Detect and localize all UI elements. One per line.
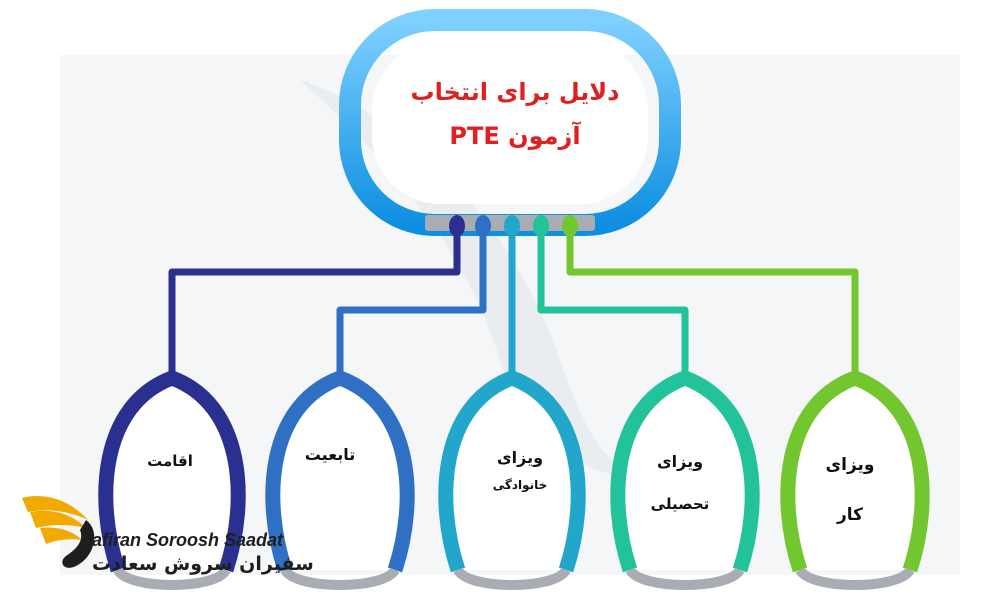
logo-name-fa: سفیران سروش سعادت bbox=[92, 553, 314, 575]
pin-family bbox=[504, 215, 520, 237]
diagram-title-line1: دلایل برای انتخاب bbox=[410, 78, 620, 106]
node-work-visa-label-1: ویزای bbox=[825, 455, 875, 475]
connector-citizenship bbox=[336, 225, 487, 375]
watermark-swoosh bbox=[300, 80, 640, 480]
connector-residence bbox=[168, 225, 461, 375]
node-study-visa bbox=[610, 370, 760, 590]
node-family-visa-label-2: خانوادگی bbox=[492, 478, 548, 492]
node-citizenship-label: تابعیت bbox=[304, 445, 356, 464]
logo-icon bbox=[22, 496, 95, 568]
node-family-visa-label-1: ویزای bbox=[496, 448, 544, 467]
pin-study bbox=[533, 215, 549, 237]
connectors bbox=[168, 225, 859, 375]
connector-study bbox=[537, 225, 689, 375]
node-family-visa bbox=[438, 369, 586, 590]
pin-citizenship bbox=[475, 215, 491, 237]
child-nodes bbox=[98, 369, 930, 590]
node-study-visa-label-2: تحصیلی bbox=[650, 495, 710, 513]
logo-name-en: Safiran Soroosh Saadat bbox=[80, 530, 284, 550]
header-box-inner bbox=[372, 42, 648, 204]
pin-work bbox=[562, 215, 578, 237]
node-citizenship bbox=[265, 370, 415, 590]
connector-work bbox=[566, 225, 859, 375]
node-work-visa-label-2: کار bbox=[836, 505, 864, 525]
node-work-visa bbox=[780, 370, 930, 590]
pin-residence bbox=[449, 215, 465, 237]
connector-pins bbox=[449, 215, 578, 237]
node-residence-label: اقامت bbox=[147, 452, 193, 470]
diagram-title-line2: آزمون PTE bbox=[449, 122, 581, 150]
node-residence bbox=[98, 369, 246, 590]
node-study-visa-label-1: ویزای bbox=[656, 452, 704, 471]
